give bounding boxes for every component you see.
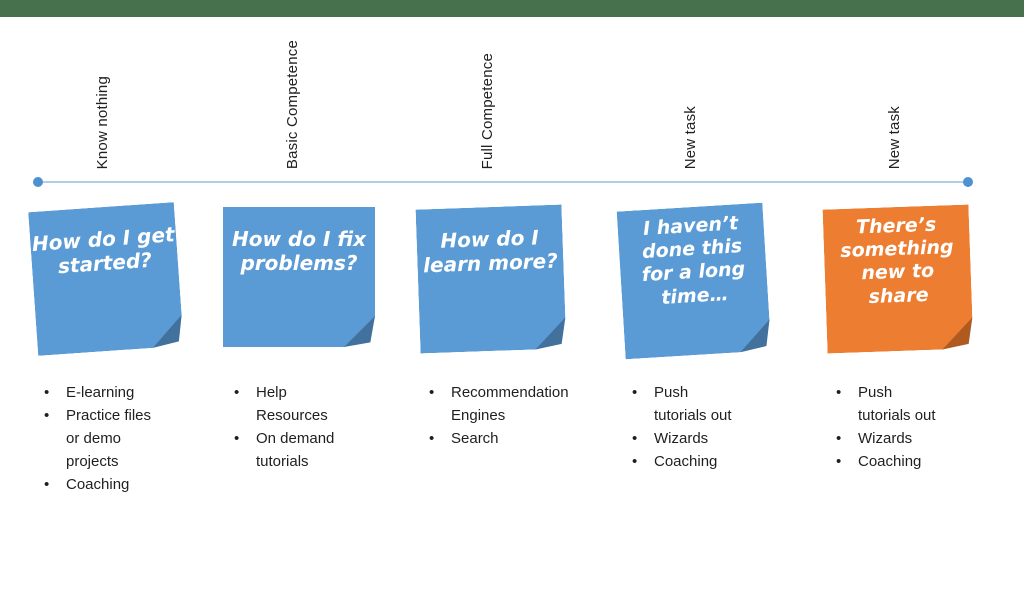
bullet-glyph: • bbox=[632, 453, 638, 470]
stage-label: Full Competence bbox=[479, 52, 496, 169]
sticky-note: How do I get started? bbox=[28, 202, 184, 356]
bullet-item: • Search bbox=[425, 427, 600, 450]
bullet-text: Push tutorials out bbox=[858, 384, 936, 424]
stage-label: Know nothing bbox=[94, 75, 111, 169]
bullet-text: Search bbox=[451, 430, 499, 447]
bullet-text: E-learning bbox=[66, 384, 135, 401]
sticky-note-text: How do I get started? bbox=[31, 222, 176, 279]
bullet-item: • Coaching bbox=[628, 450, 803, 473]
top-bar bbox=[0, 0, 1024, 17]
stage-column: New task There’s something new to share … bbox=[822, 0, 1022, 597]
bullet-text: Coaching bbox=[654, 453, 718, 470]
stage-label: Basic Competence bbox=[284, 39, 301, 169]
bullet-item: • Practice files or demo projects bbox=[40, 404, 215, 473]
bullet-item: • Coaching bbox=[832, 450, 1007, 473]
bullet-glyph: • bbox=[429, 430, 435, 447]
bullet-glyph: • bbox=[44, 476, 50, 493]
bullet-glyph: • bbox=[836, 430, 842, 447]
bullet-glyph: • bbox=[632, 430, 638, 447]
sticky-note-text: I haven’t done this for a long time… bbox=[641, 212, 746, 309]
bullet-item: • Recommendation Engines bbox=[425, 381, 600, 427]
sticky-note: How do I fix problems? bbox=[223, 207, 375, 347]
stage-column: New task I haven’t done this for a long … bbox=[618, 0, 818, 597]
sticky-note-text: How do I learn more? bbox=[422, 225, 559, 278]
sticky-note: There’s something new to share bbox=[823, 204, 974, 353]
bullet-list: • Recommendation Engines • Search bbox=[425, 381, 600, 450]
bullet-glyph: • bbox=[234, 384, 240, 401]
stage-column: Full Competence How do I learn more? • Re… bbox=[415, 0, 615, 597]
sticky-note-text: How do I fix problems? bbox=[232, 227, 366, 276]
stage-column: Basic Competence How do I fix problems? … bbox=[220, 0, 420, 597]
bullet-glyph: • bbox=[632, 384, 638, 401]
bullet-text: Practice files or demo projects bbox=[66, 407, 152, 470]
bullet-item: • Coaching bbox=[40, 473, 215, 496]
bullet-item: • Push tutorials out bbox=[832, 381, 1007, 427]
bullet-text: Coaching bbox=[858, 453, 922, 470]
timeline-end-dot bbox=[963, 177, 973, 187]
bullet-text: Push tutorials out bbox=[654, 384, 732, 424]
bullet-glyph: • bbox=[44, 407, 50, 424]
stage-label: New task bbox=[682, 105, 699, 169]
bullet-item: • Help Resources bbox=[230, 381, 405, 427]
bullet-glyph: • bbox=[836, 453, 842, 470]
bullet-item: • Wizards bbox=[628, 427, 803, 450]
sticky-note-paper bbox=[223, 207, 375, 347]
bullet-item: • Push tutorials out bbox=[628, 381, 803, 427]
bullet-item: • E-learning bbox=[40, 381, 215, 404]
bullet-item: • On demand tutorials bbox=[230, 427, 405, 473]
sticky-note: I haven’t done this for a long time… bbox=[617, 203, 772, 360]
bullet-glyph: • bbox=[44, 384, 50, 401]
bullet-text: Recommendation Engines bbox=[451, 384, 569, 424]
bullet-glyph: • bbox=[234, 430, 240, 447]
bullet-text: On demand tutorials bbox=[256, 430, 335, 470]
bullet-text: Coaching bbox=[66, 476, 130, 493]
bullet-list: • Push tutorials out • Wizards • Coaching bbox=[832, 381, 1007, 473]
timeline-line bbox=[38, 181, 968, 183]
sticky-note: How do I learn more? bbox=[416, 204, 567, 353]
sticky-note-text: There’s something new to share bbox=[839, 213, 954, 308]
stage-column: Know nothing How do I get started? • E-le… bbox=[30, 0, 230, 597]
timeline-start-dot bbox=[33, 177, 43, 187]
stage-label: New task bbox=[886, 105, 903, 169]
bullet-glyph: • bbox=[836, 384, 842, 401]
bullet-glyph: • bbox=[429, 384, 435, 401]
bullet-list: • Push tutorials out • Wizards • Coaching bbox=[628, 381, 803, 473]
bullet-list: • Help Resources • On demand tutorials bbox=[230, 381, 405, 473]
bullet-item: • Wizards bbox=[832, 427, 1007, 450]
bullet-list: • E-learning • Practice files or demo proje… bbox=[40, 381, 215, 496]
bullet-text: Wizards bbox=[858, 430, 913, 447]
bullet-text: Wizards bbox=[654, 430, 709, 447]
bullet-text: Help Resources bbox=[256, 384, 328, 424]
